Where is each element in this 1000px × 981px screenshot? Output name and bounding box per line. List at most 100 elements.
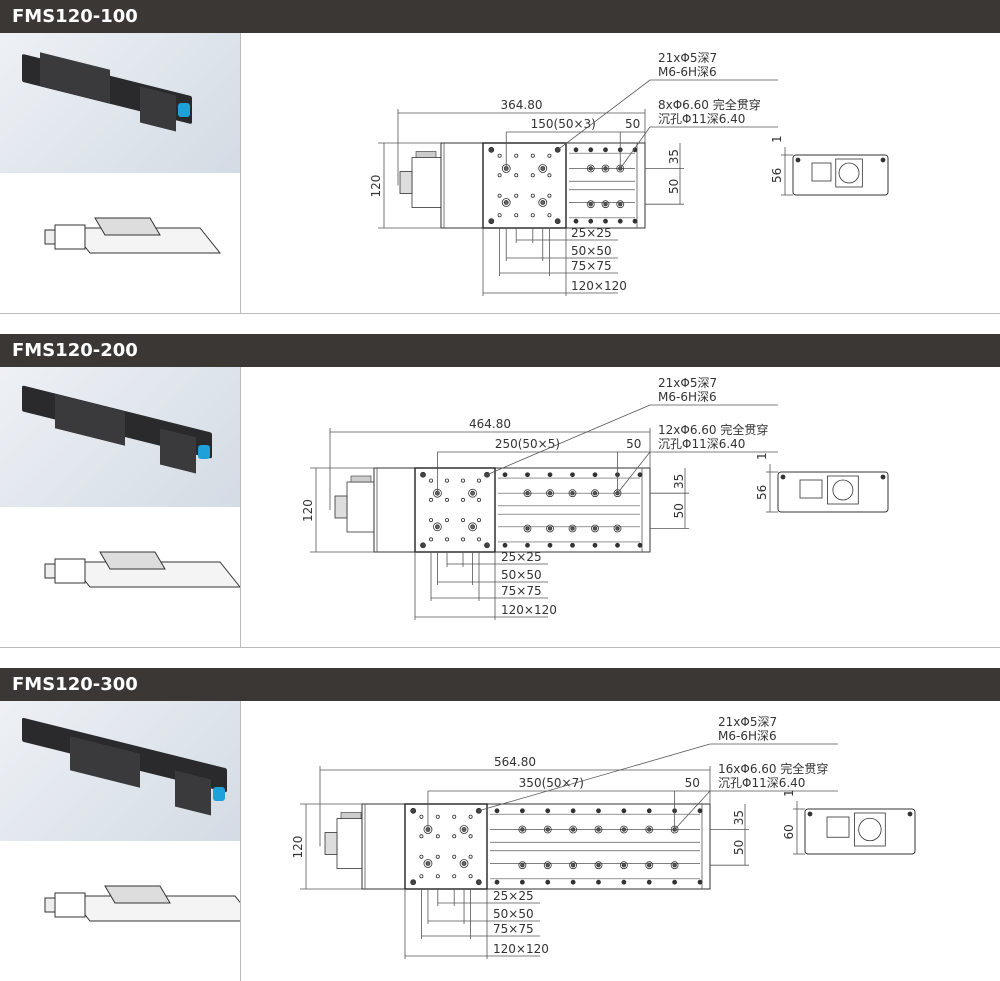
rail-hole [494, 808, 500, 814]
carriage-hole [460, 537, 465, 542]
counterbore-hole [569, 861, 578, 870]
grid-dimension-label: 120×120 [493, 942, 549, 956]
carriage-hole [530, 153, 535, 158]
counterbore-hole-inner [615, 526, 620, 531]
counterbore-hole [619, 861, 628, 870]
end-view-screw [795, 157, 801, 163]
carriage-hole [530, 213, 535, 218]
product-images [0, 33, 241, 313]
mount-hole [468, 522, 478, 532]
carriage-hole [452, 814, 457, 819]
tapped-hole-note: 21xΦ5深7 [658, 376, 717, 390]
counterbore-hole-inner [570, 827, 576, 832]
height-label: 120 [291, 836, 305, 859]
carriage-outline [482, 142, 567, 229]
counterbore-hole [616, 200, 625, 209]
end-view-connector [799, 479, 823, 499]
carriage-hole [476, 518, 481, 523]
counterbore-hole [543, 825, 552, 834]
rail-hole [502, 472, 508, 478]
dimension-drawing: 564.80350(50×7)50120355021xΦ5深7M6-6H深616… [291, 715, 916, 959]
hole-pitch-label: 250(50×5) [495, 437, 560, 451]
corner-hole [475, 879, 482, 886]
end-view-screw [780, 474, 786, 480]
rail-hole [519, 879, 525, 885]
connector-outline [350, 475, 372, 483]
corner-hole [410, 807, 417, 814]
rail-hole [545, 808, 551, 814]
counterbore-hole [568, 524, 577, 533]
mount-hole-inner [434, 524, 440, 530]
tapped-hole-note: 21xΦ5深7 [658, 51, 717, 65]
line-drawing-svg [44, 217, 222, 254]
leader-line [619, 126, 651, 169]
mount-hole-inner [540, 166, 546, 171]
end-gap-label: 1 [782, 789, 796, 797]
rail-hole [588, 147, 594, 153]
counterbore-hole [591, 489, 599, 498]
rail-hole [570, 472, 575, 478]
rail-hole [494, 879, 500, 885]
carriage-hole [452, 834, 457, 839]
carriage-hole [547, 153, 552, 158]
counterbore-hole-inner [621, 827, 627, 832]
mount-hole-inner [540, 200, 546, 205]
counterbore-hole-inner [621, 862, 627, 868]
leader-line [674, 790, 711, 830]
rail-hole [547, 472, 553, 478]
corner-hole [554, 218, 561, 225]
carriage-hole [444, 497, 449, 502]
carriage-hole [476, 537, 481, 542]
carriage-hole [468, 874, 473, 879]
end-height-label: 60 [782, 824, 796, 839]
mount-hole [538, 164, 548, 173]
product-photo [0, 33, 240, 173]
grid-dimension-label: 25×25 [493, 889, 534, 903]
rail-hole [697, 808, 703, 814]
leader-line [557, 79, 651, 151]
mount-hole [538, 198, 548, 207]
carriage-outline [414, 467, 496, 553]
end-view-connector [826, 816, 850, 838]
carriage-hole [530, 193, 535, 198]
product-line-drawing [0, 507, 242, 647]
counterbore-hole [591, 524, 599, 533]
dim-35-label: 35 [732, 810, 746, 825]
end-view-bore [832, 479, 854, 501]
counterbore-hole-inner [603, 201, 608, 207]
counterbore-hole [523, 489, 532, 498]
section-title: FMS120-100 [0, 0, 1000, 33]
end-view-screw [880, 474, 886, 480]
carriage-hole [468, 814, 473, 819]
rail-hole [632, 218, 638, 224]
counterbore-hole-inner [547, 490, 553, 496]
rail-hole [545, 879, 551, 885]
product-line-drawing [0, 841, 257, 981]
grid-dimension-label: 50×50 [493, 907, 534, 921]
counterbore-hole-inner [545, 862, 550, 868]
carriage-hole [547, 193, 552, 198]
line-drawing-svg [44, 885, 257, 922]
carriage-hole [497, 153, 502, 158]
leader-line [478, 743, 711, 812]
counterbore-note: 沉孔Φ11深6.40 [658, 437, 745, 451]
counterbore-hole-inner [618, 201, 623, 207]
product-photo [0, 701, 240, 841]
end-view-bore [838, 162, 860, 184]
rail-hole [588, 218, 594, 224]
end-pitch-label: 50 [685, 776, 700, 790]
counterbore-hole [546, 524, 554, 533]
carriage-hole [419, 834, 424, 839]
line-motor [54, 892, 86, 918]
rail-hole [646, 808, 652, 814]
counterbore-hole [543, 861, 552, 870]
carriage-hole [514, 173, 519, 178]
line-carriage [94, 217, 161, 236]
line-carriage [104, 885, 171, 904]
knob-outline [399, 171, 413, 194]
counterbore-hole [594, 825, 603, 834]
grid-dimension-label: 50×50 [501, 568, 542, 582]
carriage-hole [547, 213, 552, 218]
rail-hole [519, 808, 525, 814]
